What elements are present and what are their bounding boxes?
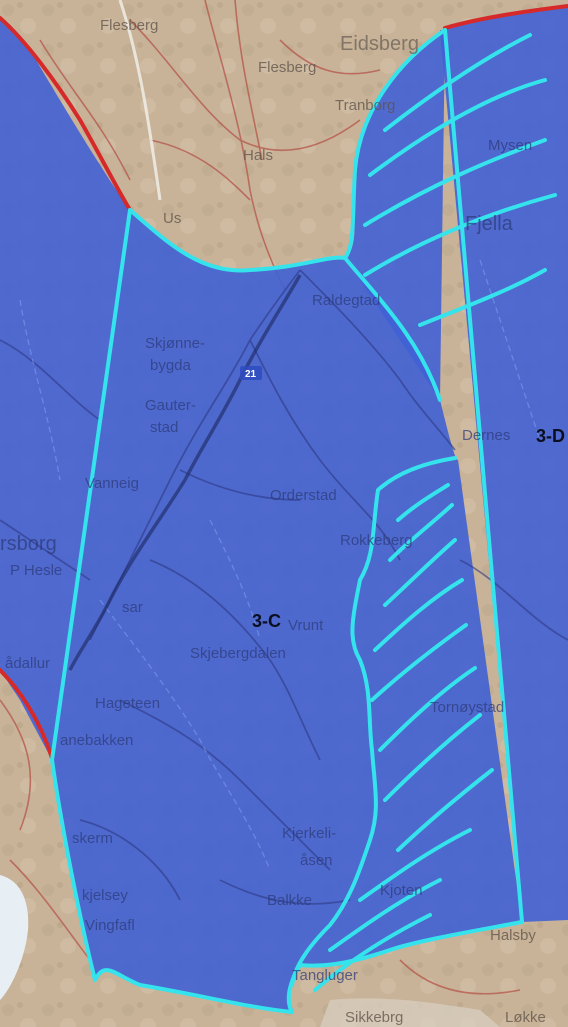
area-3c — [52, 210, 522, 1012]
place-ssar: sar — [122, 599, 143, 616]
interior-roads — [0, 269, 568, 905]
place-ersbong: rsborg — [0, 533, 57, 555]
zone-label-3d: 3-D — [536, 426, 565, 446]
place-p-hesle: P Hesle — [10, 562, 62, 579]
railway-line — [118, 0, 162, 201]
place-skjebergdalen: Skjebergdalen — [190, 645, 286, 662]
place-tornoystad: Tornøystad — [430, 699, 504, 716]
county-boundary — [0, 4, 568, 760]
hatch-fjella — [363, 33, 557, 327]
main-road-21 — [68, 274, 302, 671]
water-bottom — [320, 998, 500, 1027]
place-aadallur: ådallur — [5, 655, 50, 672]
place-flesberg-top: Flesberg — [100, 17, 158, 34]
place-skjonne-1: Skjønne- — [145, 335, 205, 352]
road-shield-21 — [240, 366, 262, 380]
place-us: Us — [163, 210, 181, 227]
road-number-21: 21 — [245, 369, 257, 380]
place-anebakken: anebakken — [60, 732, 133, 749]
terrain-roads — [0, 0, 521, 995]
zone-label-3c: 3-C — [252, 611, 281, 631]
place-rokkeberg: Rokkeberg — [340, 532, 413, 549]
place-vinghag: Vingfafl — [85, 917, 135, 934]
place-vanneig: Vanneig — [85, 475, 139, 492]
hatch-strip — [313, 483, 494, 992]
place-tangluger: Tangluger — [292, 967, 358, 984]
place-skjonne-2: bygda — [150, 357, 192, 374]
place-haageteaen: Hageteen — [95, 695, 160, 712]
place-ordentad: Orderstad — [270, 487, 337, 504]
place-gauter-2: stad — [150, 419, 178, 436]
interior-streams — [19, 259, 541, 871]
place-kjoten: Kjoten — [380, 882, 423, 899]
place-kjerkeli-1: Kjerkeli- — [282, 825, 336, 842]
place-eidsberg: Eidsberg — [340, 33, 419, 55]
place-raldeggtad: Raldegtad — [312, 292, 380, 309]
place-flesberg-mid: Flesberg — [258, 59, 316, 76]
place-fjella: Fjella — [465, 213, 514, 235]
place-bottom-right: Løkke — [505, 1009, 546, 1026]
place-haldby: Halsby — [490, 927, 536, 944]
place-kjerkeli-2: åsen — [300, 852, 333, 869]
place-skjerm: skerm — [72, 830, 113, 847]
place-bottom-left: Sikkebrg — [345, 1009, 403, 1026]
place-mysen: Mysen — [488, 137, 532, 154]
area-3d — [440, 8, 568, 922]
place-dennes: Dernes — [462, 427, 510, 444]
area-fjella — [345, 30, 445, 400]
place-balkke: Balkke — [267, 892, 312, 909]
water-body — [0, 875, 29, 1000]
place-tranborg: Tranborg — [335, 97, 395, 114]
place-gauter-1: Gauter- — [145, 397, 196, 414]
place-vrunt: Vrunt — [288, 617, 324, 634]
place-skjelsey: kjelsey — [82, 887, 128, 904]
place-hals: Hals — [243, 147, 273, 164]
zone-outline — [50, 28, 524, 1014]
